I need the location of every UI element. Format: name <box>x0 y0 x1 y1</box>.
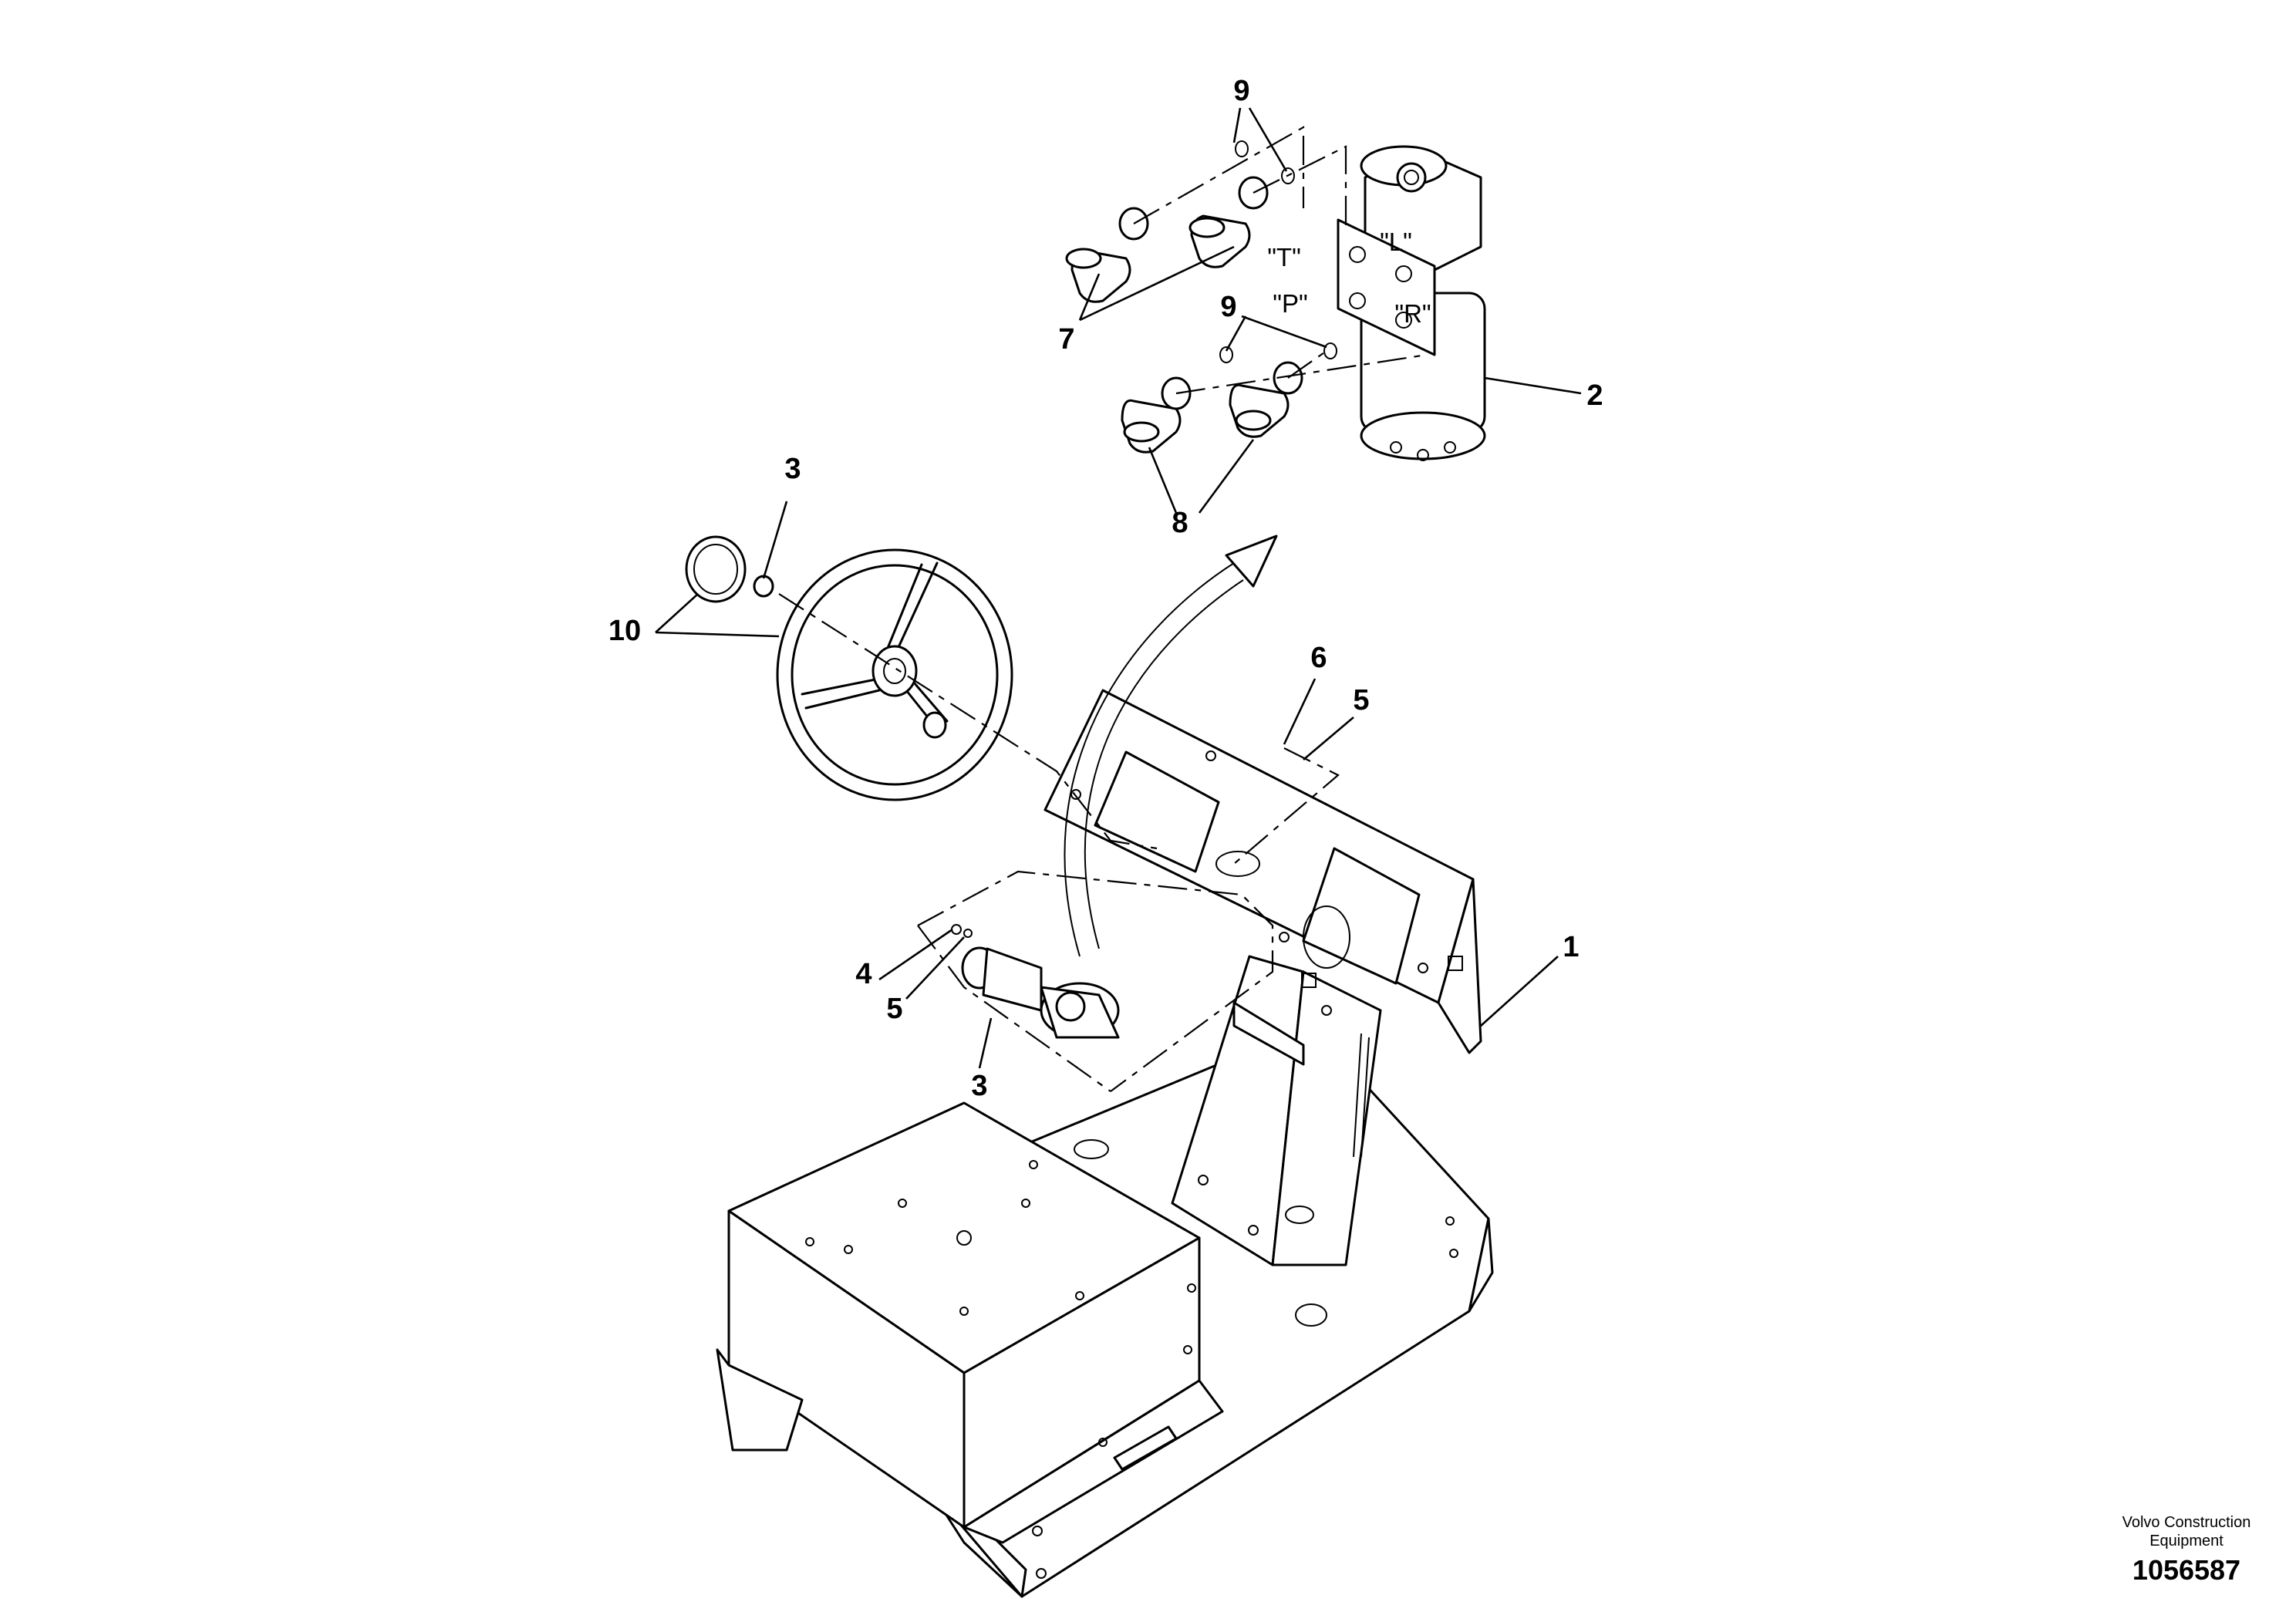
callout-2: 2 <box>1586 379 1603 412</box>
port-label-l: "L" <box>1380 228 1412 256</box>
column-support <box>1171 955 1382 1266</box>
leader-lines <box>655 107 1582 1069</box>
steering-valve-lower <box>951 924 1120 1039</box>
assembly-lines <box>778 126 1428 1092</box>
company-line-1: Volvo Construction <box>2122 1514 2251 1531</box>
footer-credit: Volvo Construction Equipment 1056587 <box>2122 1514 2251 1586</box>
callout-5-upper: 5 <box>1353 684 1369 717</box>
steering-unit <box>1337 145 1486 461</box>
callout-1: 1 <box>1563 931 1579 963</box>
callout-10: 10 <box>609 615 641 647</box>
port-label-p: "P" <box>1273 289 1307 318</box>
callout-5-lower: 5 <box>886 993 902 1025</box>
callout-labels: 1 2 3 3 4 5 5 6 7 8 9 9 10 <box>609 75 1603 1102</box>
company-line-2: Equipment <box>2149 1533 2224 1549</box>
port-label-r: "R" <box>1394 299 1431 328</box>
steering-wheel <box>776 548 1013 801</box>
callout-9-upper: 9 <box>1233 75 1249 107</box>
callout-8: 8 <box>1172 507 1188 539</box>
dashboard-panel <box>1043 689 1482 1054</box>
callout-9-lower: 9 <box>1220 291 1236 323</box>
port-labels: "T" "L" "P" "R" <box>1267 228 1431 328</box>
port-label-t: "T" <box>1267 243 1301 271</box>
callout-4: 4 <box>855 958 872 990</box>
callout-3-lower: 3 <box>971 1070 987 1102</box>
callout-3-upper: 3 <box>784 453 801 485</box>
horn-cap <box>685 535 774 603</box>
callout-7: 7 <box>1058 323 1074 356</box>
battery-box <box>716 1101 1224 1544</box>
callout-6: 6 <box>1310 642 1327 674</box>
assembly-arrow <box>1064 534 1278 957</box>
drawing-number: 1056587 <box>2132 1554 2240 1586</box>
